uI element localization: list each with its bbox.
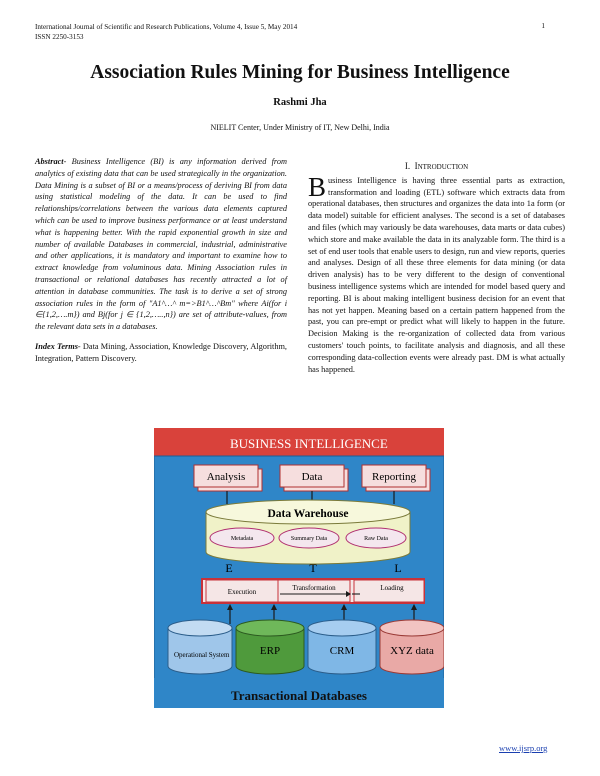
loading-label: Loading	[380, 584, 404, 592]
running-header: International Journal of Scientific and …	[35, 22, 297, 42]
paper-title: Association Rules Mining for Business In…	[90, 62, 510, 83]
section-heading: I. INTRODUCTION	[308, 161, 565, 174]
summary-data-label: Summary Data	[291, 536, 327, 542]
metadata-label: Metadata	[231, 536, 254, 542]
etl-letter-l: L	[394, 561, 401, 575]
etl-letter-e: E	[225, 561, 232, 575]
data-box: Data	[279, 464, 349, 492]
abstract-label: Abstract-	[35, 157, 67, 166]
analysis-box: Analysis	[193, 464, 263, 492]
transformation-label: Transformation	[292, 584, 336, 592]
metadata-pill	[209, 527, 275, 549]
summary-data-pill	[278, 527, 340, 549]
drop-cap: B	[308, 171, 327, 202]
transactional-databases-title: Transactional Databases	[231, 688, 367, 703]
data-warehouse-cylinder: Data Warehouse Metadata Summary Data Raw…	[205, 499, 411, 565]
index-terms-text: Data Mining, Association, Knowledge Disc…	[35, 341, 287, 363]
left-column: Abstract- Business Intelligence (BI) is …	[35, 156, 287, 365]
intro-paragraph: usiness Intelligence is having three ess…	[308, 175, 565, 374]
warehouse-title: Data Warehouse	[267, 508, 348, 520]
operational-label-line1: Operational System	[174, 651, 230, 659]
crm-label: CRM	[330, 645, 355, 657]
reporting-box: Reporting	[361, 464, 431, 492]
banner-bar	[154, 428, 444, 456]
author-affiliation: NIELIT Center, Under Ministry of IT, New…	[210, 123, 390, 132]
operational-system-cylinder: Operational System	[167, 619, 233, 675]
crm-cylinder: CRM	[307, 619, 377, 675]
journal-line: International Journal of Scientific and …	[35, 23, 298, 31]
xyz-data-cylinder: XYZ data	[379, 619, 445, 675]
etl-letter-t: T	[309, 561, 317, 575]
section-heading-rest: NTRODUCTION	[417, 163, 469, 171]
bi-figure: BUSINESS INTELLIGENCE Analysis Data Repo…	[153, 428, 445, 709]
footer-link[interactable]: www.ijsrp.org	[499, 743, 548, 753]
xyz-data-label: XYZ data	[390, 645, 434, 657]
index-terms: Index Terms- Data Mining, Association, K…	[35, 341, 287, 365]
analysis-label: Analysis	[207, 471, 246, 483]
erp-label: ERP	[260, 645, 280, 657]
bottom-band	[154, 678, 444, 708]
etl-band: Execution Transformation Loading	[201, 578, 425, 604]
banner-text: BUSINESS INTELLIGENCE	[230, 436, 388, 451]
index-terms-label: Index Terms-	[35, 341, 81, 351]
raw-data-label: Raw Data	[364, 536, 388, 542]
bi-diagram: BUSINESS INTELLIGENCE Analysis Data Repo…	[153, 428, 445, 709]
raw-data-pill	[345, 527, 407, 549]
section-number: I.	[404, 161, 411, 171]
loading-box	[353, 579, 425, 603]
issn: ISSN 2250-3153	[35, 33, 84, 41]
abstract-text: Business Intelligence (BI) is any inform…	[35, 157, 287, 332]
reporting-label: Reporting	[372, 471, 416, 483]
abstract: Abstract- Business Intelligence (BI) is …	[35, 156, 287, 333]
execution-label: Execution	[228, 588, 257, 596]
erp-cylinder: ERP	[235, 619, 305, 675]
page-number: 1	[541, 22, 545, 30]
section-heading-initial: I	[414, 161, 418, 171]
transformation-box	[277, 579, 351, 603]
author-name: Rashmi Jha	[273, 97, 327, 108]
data-label: Data	[302, 471, 323, 483]
